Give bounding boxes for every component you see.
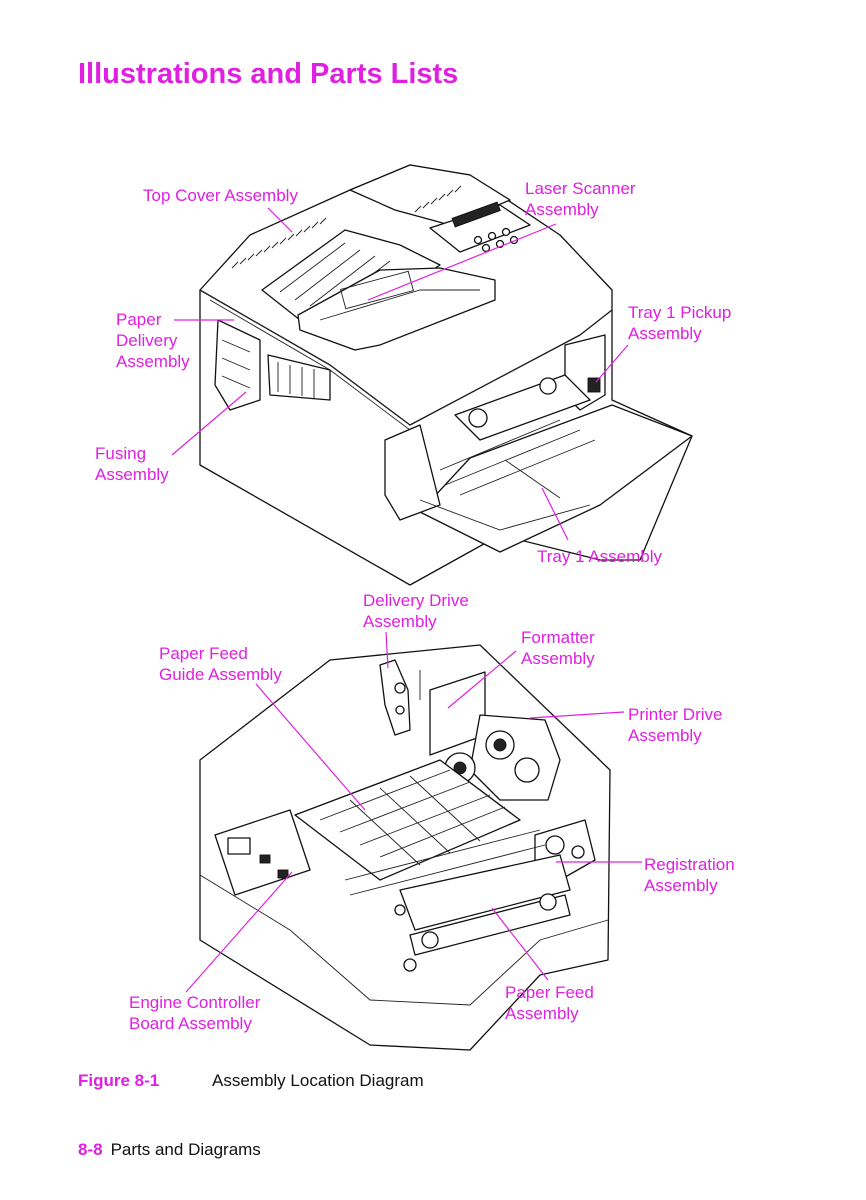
printer-assembled-drawing	[199, 164, 693, 586]
label-paper-feed-guide-assembly: Paper Feed Guide Assembly	[159, 644, 282, 684]
leader-printer-drive	[529, 711, 625, 719]
label-engine-controller-board-assembly: Engine Controller Board Assembly	[129, 993, 265, 1033]
label-paper-feed-assembly: Paper Feed Assembly	[505, 983, 599, 1023]
page-number: 8-8	[78, 1140, 103, 1159]
label-laser-scanner-assembly: Laser Scanner Assembly	[525, 179, 640, 219]
footer-section-title: Parts and Diagrams	[110, 1140, 261, 1159]
leader-tray1	[541, 487, 569, 541]
label-formatter-assembly: Formatter Assembly	[521, 628, 599, 668]
leader-delivery-drive	[385, 631, 389, 669]
leader-formatter	[447, 650, 517, 709]
page-title: Illustrations and Parts Lists	[78, 58, 459, 90]
leader-paper-feed-guide	[255, 683, 366, 811]
leader-laser-scanner	[367, 223, 557, 301]
callout-labels: Top Cover Assembly Laser Scanner Assembl…	[95, 179, 739, 1033]
leader-engine-controller	[185, 871, 293, 993]
page-footer: 8-8 Parts and Diagrams	[78, 1140, 261, 1160]
label-delivery-drive-assembly: Delivery Drive Assembly	[363, 591, 474, 631]
figure-caption-text: Assembly Location Diagram	[212, 1071, 424, 1090]
figure-caption: Figure 8-1 Assembly Location Diagram	[78, 1071, 424, 1091]
label-fusing-assembly: Fusing Assembly	[95, 444, 169, 484]
label-top-cover-assembly: Top Cover Assembly	[143, 186, 298, 205]
label-paper-delivery-assembly: Paper Delivery Assembly	[116, 310, 190, 371]
leader-fusing	[171, 391, 247, 456]
leader-paper-feed	[491, 907, 549, 981]
label-tray1-assembly: Tray 1 Assembly	[537, 547, 663, 566]
printer-internals-drawing	[199, 644, 611, 1051]
leader-tray1-pickup	[595, 344, 629, 383]
label-tray1-pickup-assembly: Tray 1 Pickup Assembly	[628, 303, 736, 343]
label-printer-drive-assembly: Printer Drive Assembly	[628, 705, 727, 745]
figure-number: Figure 8-1	[78, 1071, 160, 1090]
label-registration-assembly: Registration Assembly	[644, 855, 739, 895]
leader-top-cover	[267, 207, 293, 233]
leader-lines	[171, 207, 642, 993]
